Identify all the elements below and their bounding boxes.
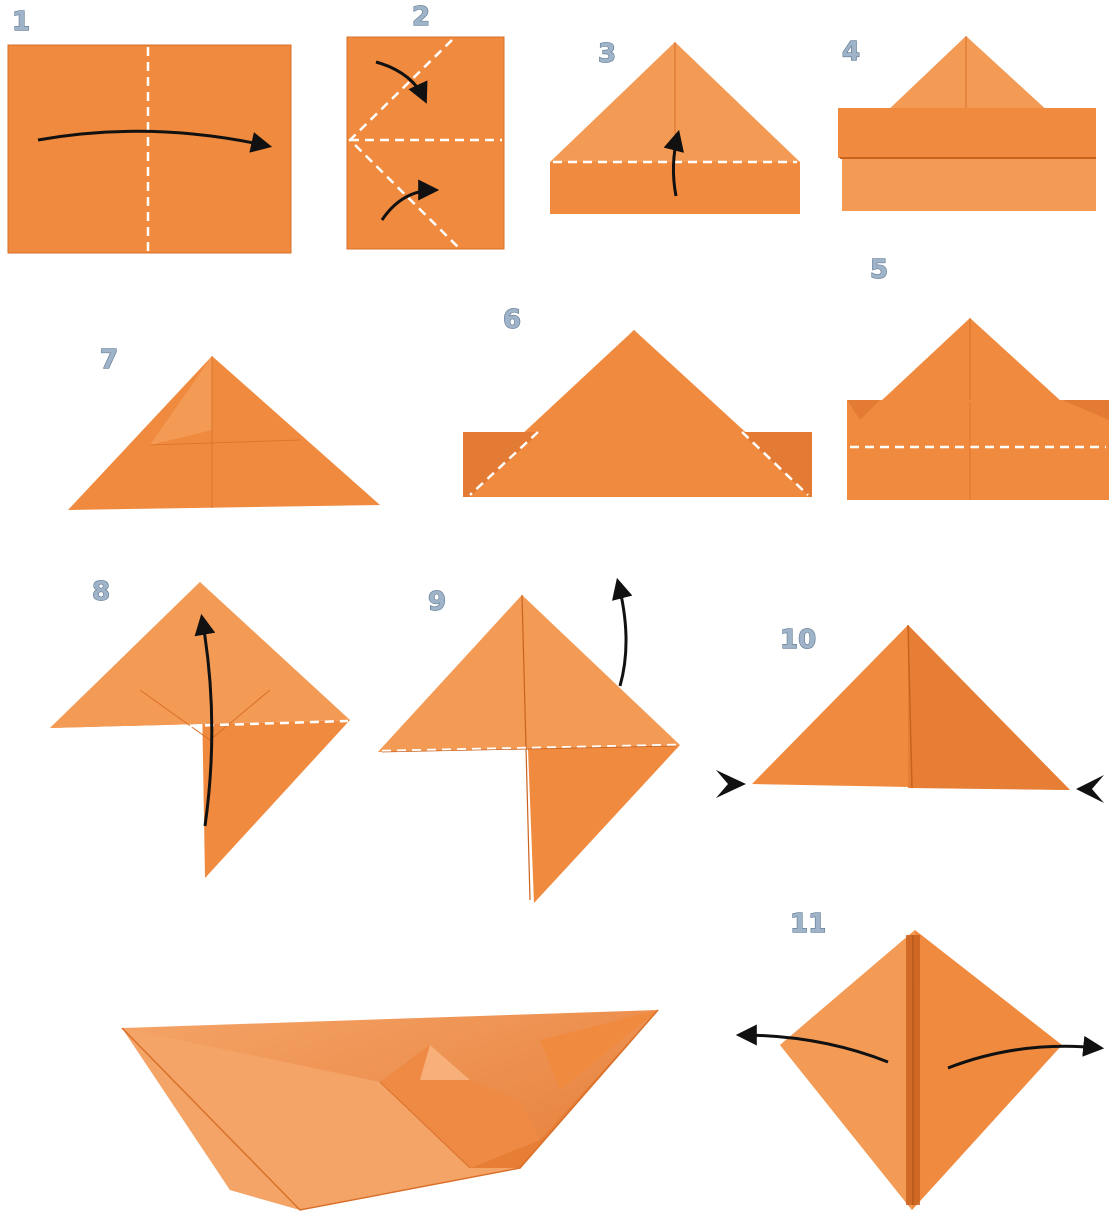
step-number: 8 bbox=[92, 577, 110, 607]
paper-triangle bbox=[880, 318, 1062, 402]
step-number: 5 bbox=[870, 255, 888, 285]
step-11-panel: 11 bbox=[740, 909, 1100, 1210]
step-number: 11 bbox=[790, 909, 826, 939]
step-4-panel: 4 bbox=[838, 36, 1096, 211]
step-number: 7 bbox=[100, 345, 118, 375]
step-number: 9 bbox=[428, 587, 446, 617]
push-marker-icon bbox=[716, 770, 746, 798]
paper-band bbox=[847, 400, 1109, 500]
step-10-panel: 10 bbox=[716, 625, 1104, 803]
step-9-panel: 9 bbox=[378, 582, 680, 903]
step-7-panel: 7 bbox=[68, 345, 380, 510]
step-number: 4 bbox=[842, 37, 860, 67]
step-number: 3 bbox=[598, 39, 616, 69]
finished-paper-boat bbox=[122, 1010, 658, 1210]
paper-sheet bbox=[347, 37, 504, 249]
paper-band bbox=[838, 108, 1096, 158]
step-1-panel: 1 bbox=[8, 7, 291, 253]
step-8-panel: 8 bbox=[50, 577, 350, 878]
paper-triangle bbox=[885, 36, 1050, 113]
curved-arrow-icon bbox=[618, 582, 626, 686]
step-3-panel: 3 bbox=[550, 39, 800, 214]
step-number: 10 bbox=[780, 625, 816, 655]
step-number: 6 bbox=[503, 305, 521, 335]
step-2-panel: 2 bbox=[347, 2, 504, 249]
paper-sheet bbox=[8, 45, 291, 253]
step-6-panel: 6 bbox=[463, 305, 812, 497]
step-number: 1 bbox=[12, 7, 30, 37]
push-marker-icon bbox=[1076, 775, 1104, 803]
paper-triangle bbox=[68, 356, 380, 510]
paper-band bbox=[842, 158, 1096, 211]
step-number: 2 bbox=[412, 2, 430, 32]
step-5-panel: 5 bbox=[847, 255, 1109, 500]
